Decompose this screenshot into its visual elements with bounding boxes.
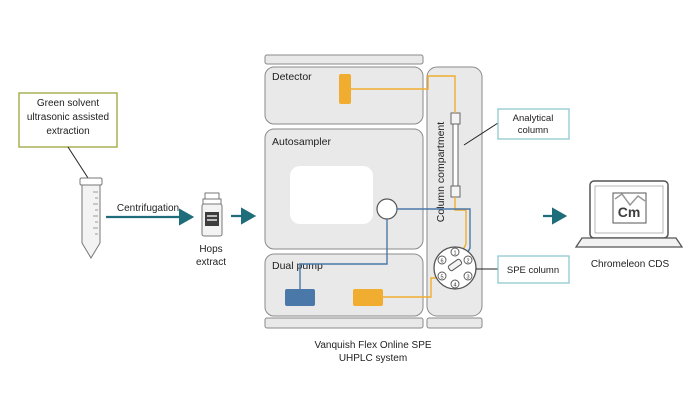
valve-port-3: 3 — [466, 275, 469, 281]
detector-flow-cell — [339, 74, 351, 104]
amber-flow-line — [351, 75, 456, 113]
blue-valve-line — [397, 208, 471, 253]
valve-port-4: 4 — [453, 283, 456, 289]
detector-label: Detector — [272, 71, 312, 83]
spe-column-callout — [497, 255, 570, 284]
pump-amber — [353, 289, 383, 306]
spe-column-label: SPE column — [507, 265, 559, 276]
extraction-step-box: Green solvent ultrasonic assisted extrac… — [18, 92, 118, 148]
extraction-connector-line — [67, 146, 89, 179]
valve-port-6: 6 — [440, 259, 443, 265]
amber-pump-line — [383, 277, 437, 298]
dual-pump-label: Dual pump — [272, 260, 323, 272]
extraction-step-line-2: ultrasonic assisted — [27, 112, 109, 123]
chromeleon-logo-text: Cm — [618, 204, 641, 220]
instrument-caption-line-2: UHPLC system — [339, 353, 407, 364]
autosampler-window — [290, 166, 373, 224]
injection-valve — [376, 198, 398, 220]
extraction-step-line-1: Green solvent — [37, 98, 99, 109]
chromeleon-logo-icon: Cm — [612, 192, 647, 224]
column-compartment-base — [426, 317, 483, 329]
extraction-step-line-3: extraction — [46, 126, 89, 137]
instrument-caption-line-1: Vanquish Flex Online SPE — [314, 340, 431, 351]
amber-flow-line-lower — [454, 197, 467, 251]
analytical-column-callout — [497, 108, 570, 140]
centrifuge-tube-icon — [79, 177, 103, 259]
analytical-column-label-1: Analytical — [513, 113, 554, 124]
switching-valve-icon: 1 2 3 4 5 6 — [433, 246, 477, 290]
valve-port-1: 1 — [453, 251, 456, 257]
analytical-column-pointer — [463, 122, 499, 146]
column-compartment-label: Column compartment — [435, 122, 447, 222]
centrifugation-label: Centrifugation — [117, 203, 179, 214]
analytical-column-label-2: column — [518, 125, 549, 136]
vial-icon — [201, 192, 223, 237]
blue-pump-line — [299, 219, 388, 289]
chromeleon-cds-label: Chromeleon CDS — [591, 259, 670, 270]
valve-port-5: 5 — [440, 275, 443, 281]
valve-port-2: 2 — [466, 259, 469, 265]
instrument-top-cap — [264, 54, 424, 65]
hops-extract-line-2: extract — [196, 257, 226, 268]
pump-blue — [285, 289, 315, 306]
autosampler-label: Autosampler — [272, 136, 331, 148]
hops-extract-line-1: Hops — [199, 244, 222, 255]
uhplc-instrument: Detector Autosampler Dual pump Column co… — [264, 54, 483, 329]
instrument-base — [264, 317, 424, 329]
